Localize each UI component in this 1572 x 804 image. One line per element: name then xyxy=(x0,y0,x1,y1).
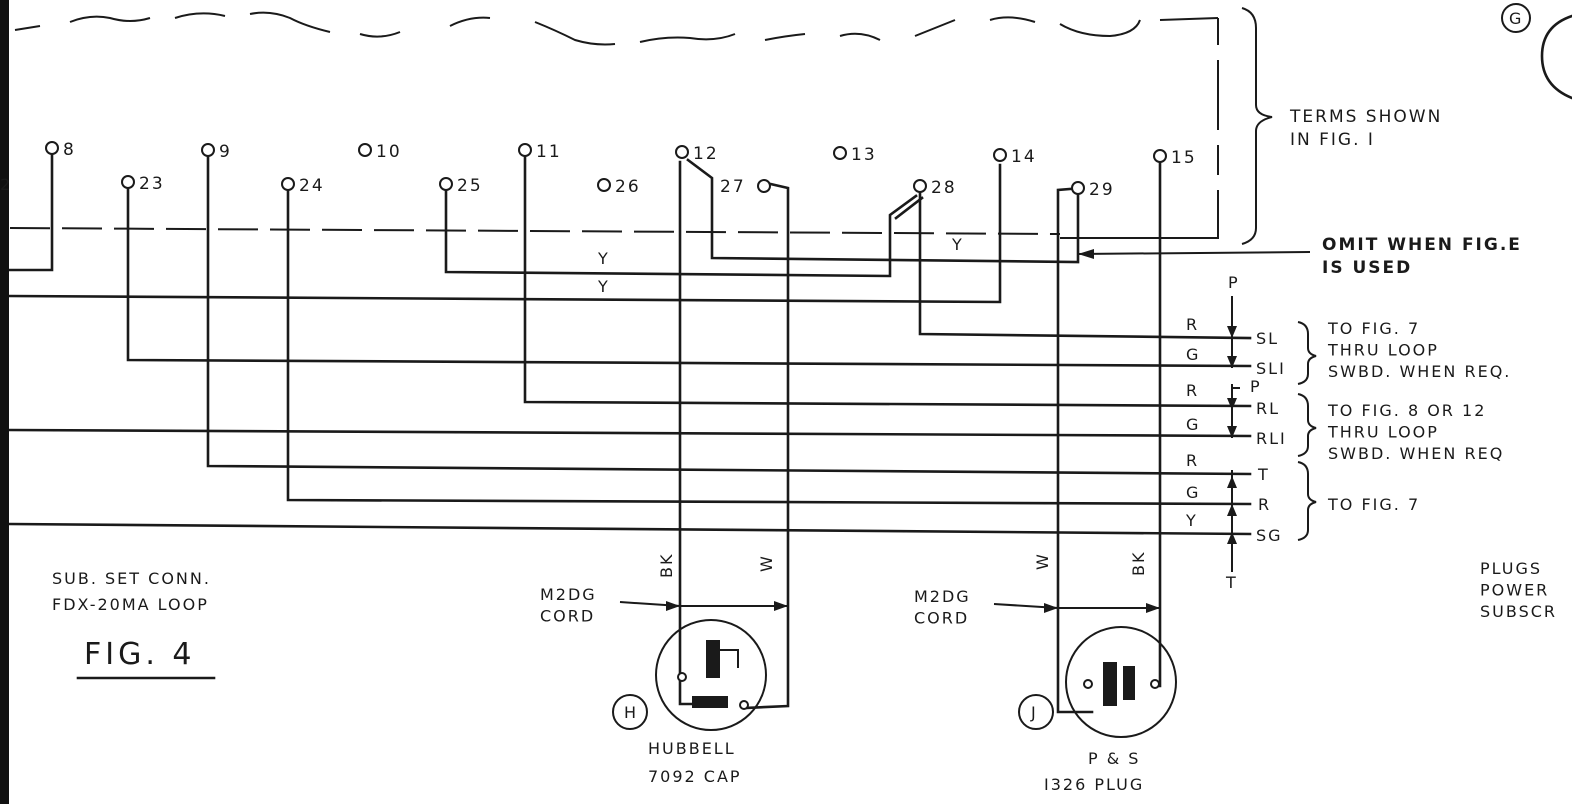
wire-label-w: W xyxy=(757,554,776,572)
terminal-9 xyxy=(201,143,215,157)
caption-line-2: FDX-20MA LOOP xyxy=(52,595,209,614)
connector-j-id: J xyxy=(1030,703,1038,722)
terminal-11-label: 11 xyxy=(536,142,562,162)
terminal-27-label: 27 xyxy=(720,177,746,197)
label-t: T xyxy=(1225,573,1238,592)
connector-h-badge xyxy=(612,694,648,730)
terminal-12 xyxy=(675,145,689,159)
wire-label-y: Y xyxy=(597,249,610,268)
terminal-15 xyxy=(1153,149,1167,163)
terminal-13 xyxy=(833,146,847,160)
lead-sl: SL xyxy=(1256,329,1279,348)
cord-arrows xyxy=(619,601,1160,613)
connector-h-name: HUBBELL xyxy=(648,739,736,758)
terminal-8 xyxy=(45,141,59,155)
dashed-line xyxy=(9,227,1061,235)
terminal-26 xyxy=(597,178,611,192)
connector-j xyxy=(1065,626,1177,738)
terminal-26-label: 26 xyxy=(615,177,641,197)
lead-rl: RL xyxy=(1256,399,1280,418)
connector-h xyxy=(655,619,767,731)
lead-t: T xyxy=(1257,465,1270,484)
label-p: P xyxy=(1228,273,1240,292)
wire-label-bk: BK xyxy=(657,553,676,578)
left-edge-label: 2 xyxy=(0,175,10,194)
lead-r: R xyxy=(1258,495,1271,514)
terminal-28-label: 28 xyxy=(931,178,957,198)
connector-g-body xyxy=(1540,14,1572,100)
note-fig7: TO FIG. 7 xyxy=(1327,495,1420,514)
caption-line-1: SUB. SET CONN. xyxy=(52,569,211,588)
terminal-23-label: 23 xyxy=(139,174,165,194)
terminal-29 xyxy=(1071,181,1085,195)
connector-j-model: I326 PLUG xyxy=(1044,775,1144,794)
terminal-13-label: 13 xyxy=(851,145,877,165)
wire-label-bk: BK xyxy=(1129,551,1148,576)
connector-j-name: P & S xyxy=(1088,749,1140,768)
color-g: G xyxy=(1186,415,1200,434)
terminal-14 xyxy=(993,148,1007,162)
wire-label-w: W xyxy=(1033,552,1052,570)
connector-g-badge xyxy=(1501,3,1531,33)
label-p: P xyxy=(1250,377,1262,396)
color-r: R xyxy=(1186,381,1199,400)
connector-h-id: H xyxy=(624,703,638,722)
terminal-11 xyxy=(518,143,532,157)
terminal-28 xyxy=(913,179,927,193)
terminal-23 xyxy=(121,175,135,189)
terminal-29-label: 29 xyxy=(1089,180,1115,200)
connector-j-badge xyxy=(1018,694,1054,730)
omit-arrow xyxy=(1078,249,1094,259)
terms-bracket xyxy=(1241,7,1273,245)
scan-edge xyxy=(0,0,9,804)
terminal-15-label: 15 xyxy=(1171,148,1197,168)
terminal-24-label: 24 xyxy=(299,176,325,196)
terminal-14-label: 14 xyxy=(1011,147,1037,167)
terminal-10 xyxy=(358,143,372,157)
color-r: R xyxy=(1186,315,1199,334)
color-y: Y xyxy=(1185,511,1198,530)
lead-sl1: SLI xyxy=(1256,359,1286,378)
terminal-8-label: 8 xyxy=(63,140,76,160)
color-r: R xyxy=(1186,451,1199,470)
terminal-27 xyxy=(757,179,771,193)
omit-leader xyxy=(1077,251,1311,255)
terminal-25 xyxy=(439,177,453,191)
frame-right xyxy=(1060,18,1219,239)
connector-h-model: 7092 CAP xyxy=(648,767,742,786)
terminal-10-label: 10 xyxy=(376,142,402,162)
lead-rl1: RLI xyxy=(1256,429,1287,448)
connector-g-id: G xyxy=(1509,9,1523,28)
terminals: 8 9 10 11 12 13 14 15 23 24 25 26 27 28 … xyxy=(45,140,1197,200)
terminal-9-label: 9 xyxy=(219,142,232,162)
lead-sg: SG xyxy=(1256,526,1283,545)
break-line xyxy=(14,11,1219,46)
terminal-12-label: 12 xyxy=(693,144,719,164)
wire-label-y: Y xyxy=(597,277,610,296)
wires xyxy=(8,148,1252,714)
lead-block: R G R G R G Y SL SLI RL RLI T R SG P P T… xyxy=(1185,273,1511,592)
color-g: G xyxy=(1186,345,1200,364)
color-g: G xyxy=(1186,483,1200,502)
figure-title: FIG. 4 xyxy=(84,637,196,672)
terminal-24 xyxy=(281,177,295,191)
wire-label-y: Y xyxy=(951,235,964,254)
terminal-25-label: 25 xyxy=(457,176,483,196)
